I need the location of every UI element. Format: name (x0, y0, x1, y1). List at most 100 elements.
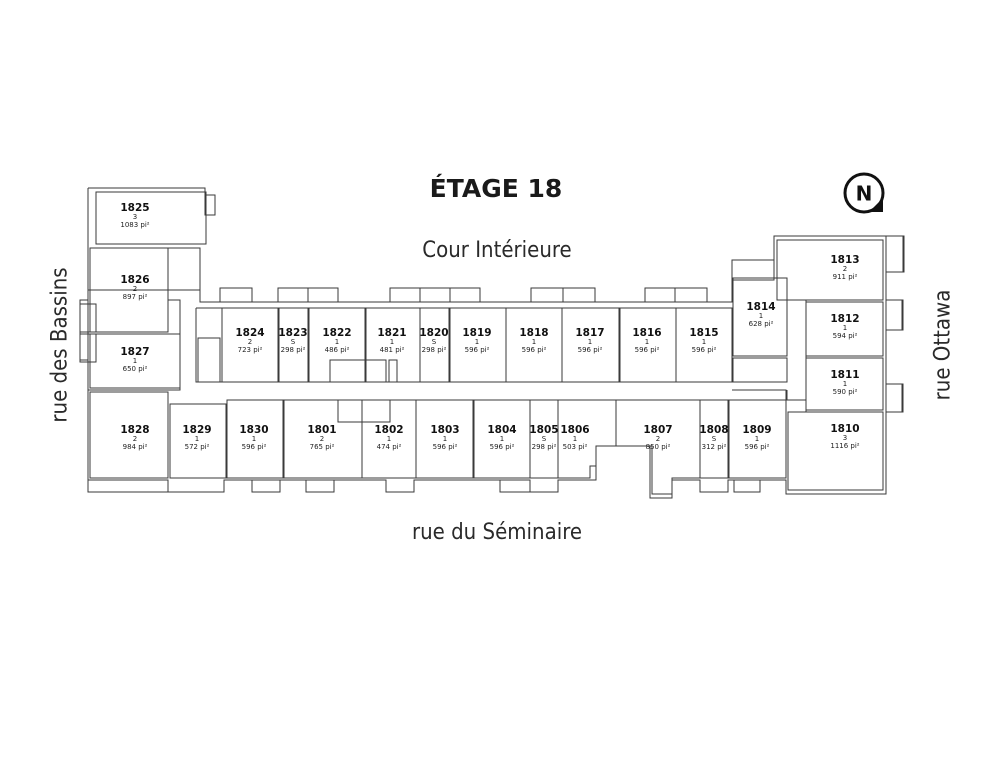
unit-type: 2 (133, 435, 137, 443)
unit-area: 572 pi² (185, 443, 210, 451)
unit-number: 1817 (575, 327, 604, 339)
unit-area: 723 pi² (238, 346, 263, 354)
street-label-bottom: rue du Séminaire (411, 520, 583, 545)
unit-area: 298 pi² (532, 443, 557, 451)
unit-number: 1820 (419, 327, 448, 339)
unit-type: 1 (133, 357, 137, 365)
unit-type: 1 (573, 435, 577, 443)
building-outline (87, 187, 904, 499)
unit-type: 1 (195, 435, 199, 443)
unit-type: 1 (390, 338, 394, 346)
unit-area: 650 pi² (123, 365, 148, 373)
unit-area: 596 pi² (465, 346, 490, 354)
unit-area: 596 pi² (578, 346, 603, 354)
unit-type: 1 (443, 435, 447, 443)
unit-type: 2 (248, 338, 252, 346)
unit-number: 1821 (377, 327, 406, 339)
unit-area: 298 pi² (281, 346, 306, 354)
unit-area: 596 pi² (242, 443, 267, 451)
unit-number: 1830 (239, 424, 268, 436)
unit-outline-1828 (89, 391, 169, 479)
unit-area: 481 pi² (380, 346, 405, 354)
unit-type: 1 (702, 338, 706, 346)
unit-area: 503 pi² (563, 443, 588, 451)
unit-area: 1116 pi² (830, 442, 859, 450)
unit-area: 897 pi² (123, 293, 148, 301)
unit-number: 1819 (462, 327, 491, 339)
unit-number: 1824 (235, 327, 264, 339)
unit-number: 1810 (830, 423, 859, 435)
unit-number: 1814 (746, 301, 775, 313)
unit-outline-1825 (95, 191, 207, 245)
unit-type: S (291, 338, 296, 346)
unit-number: 1801 (307, 424, 336, 436)
unit-area: 596 pi² (522, 346, 547, 354)
unit-number: 1823 (278, 327, 307, 339)
unit-type: S (432, 338, 437, 346)
unit-number: 1807 (643, 424, 672, 436)
unit-type: S (712, 435, 717, 443)
unit-number: 1811 (830, 369, 859, 381)
floor-title: ÉTAGE 18 (429, 174, 563, 203)
north-compass-icon: N (843, 172, 885, 214)
unit-area: 984 pi² (123, 443, 148, 451)
unit-number: 1827 (120, 346, 149, 358)
unit-area: 596 pi² (635, 346, 660, 354)
unit-type: 2 (843, 265, 847, 273)
unit-type: 1 (843, 324, 847, 332)
unit-type: 1 (500, 435, 504, 443)
unit-number: 1825 (120, 202, 149, 214)
unit-area: 596 pi² (433, 443, 458, 451)
unit-number: 1818 (519, 327, 548, 339)
unit-number: 1802 (374, 424, 403, 436)
unit-area: 474 pi² (377, 443, 402, 451)
unit-area: 312 pi² (702, 443, 727, 451)
unit-type: 1 (645, 338, 649, 346)
unit-type: 3 (843, 434, 847, 442)
unit-area: 911 pi² (833, 273, 858, 281)
unit-type: 2 (133, 285, 137, 293)
unit-type: 1 (759, 312, 763, 320)
unit-type: 2 (656, 435, 660, 443)
unit-number: 1813 (830, 254, 859, 266)
unit-area: 596 pi² (692, 346, 717, 354)
unit-type: 1 (252, 435, 256, 443)
unit-area: 594 pi² (833, 332, 858, 340)
unit-type: 3 (133, 213, 137, 221)
unit-area: 850 pi² (646, 443, 671, 451)
unit-number: 1822 (322, 327, 351, 339)
unit-area: 1083 pi² (120, 221, 149, 229)
unit-number: 1808 (699, 424, 728, 436)
unit-area: 596 pi² (490, 443, 515, 451)
